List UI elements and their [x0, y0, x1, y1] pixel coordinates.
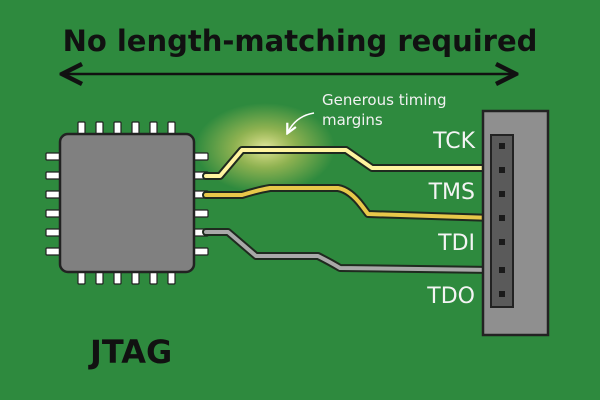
diagram-title: No length-matching required: [62, 24, 538, 58]
signal-label-tck: TCK: [433, 129, 475, 154]
chip-label: JTAG: [90, 333, 173, 371]
pin-header-pins: [499, 143, 505, 297]
trace-tms: [204, 186, 496, 220]
trace-tck: [204, 148, 496, 178]
curved-arrow-icon: [288, 112, 315, 132]
trace-tdi: [204, 230, 496, 272]
signal-label-tdi: TDI: [438, 231, 475, 256]
chip-icon: [58, 132, 196, 274]
chip-pins-bottom: [77, 269, 176, 285]
signal-label-tms: TMS: [428, 180, 475, 205]
signal-label-tdo: TDO: [427, 284, 475, 309]
timing-annotation: Generous timing margins: [322, 91, 447, 129]
